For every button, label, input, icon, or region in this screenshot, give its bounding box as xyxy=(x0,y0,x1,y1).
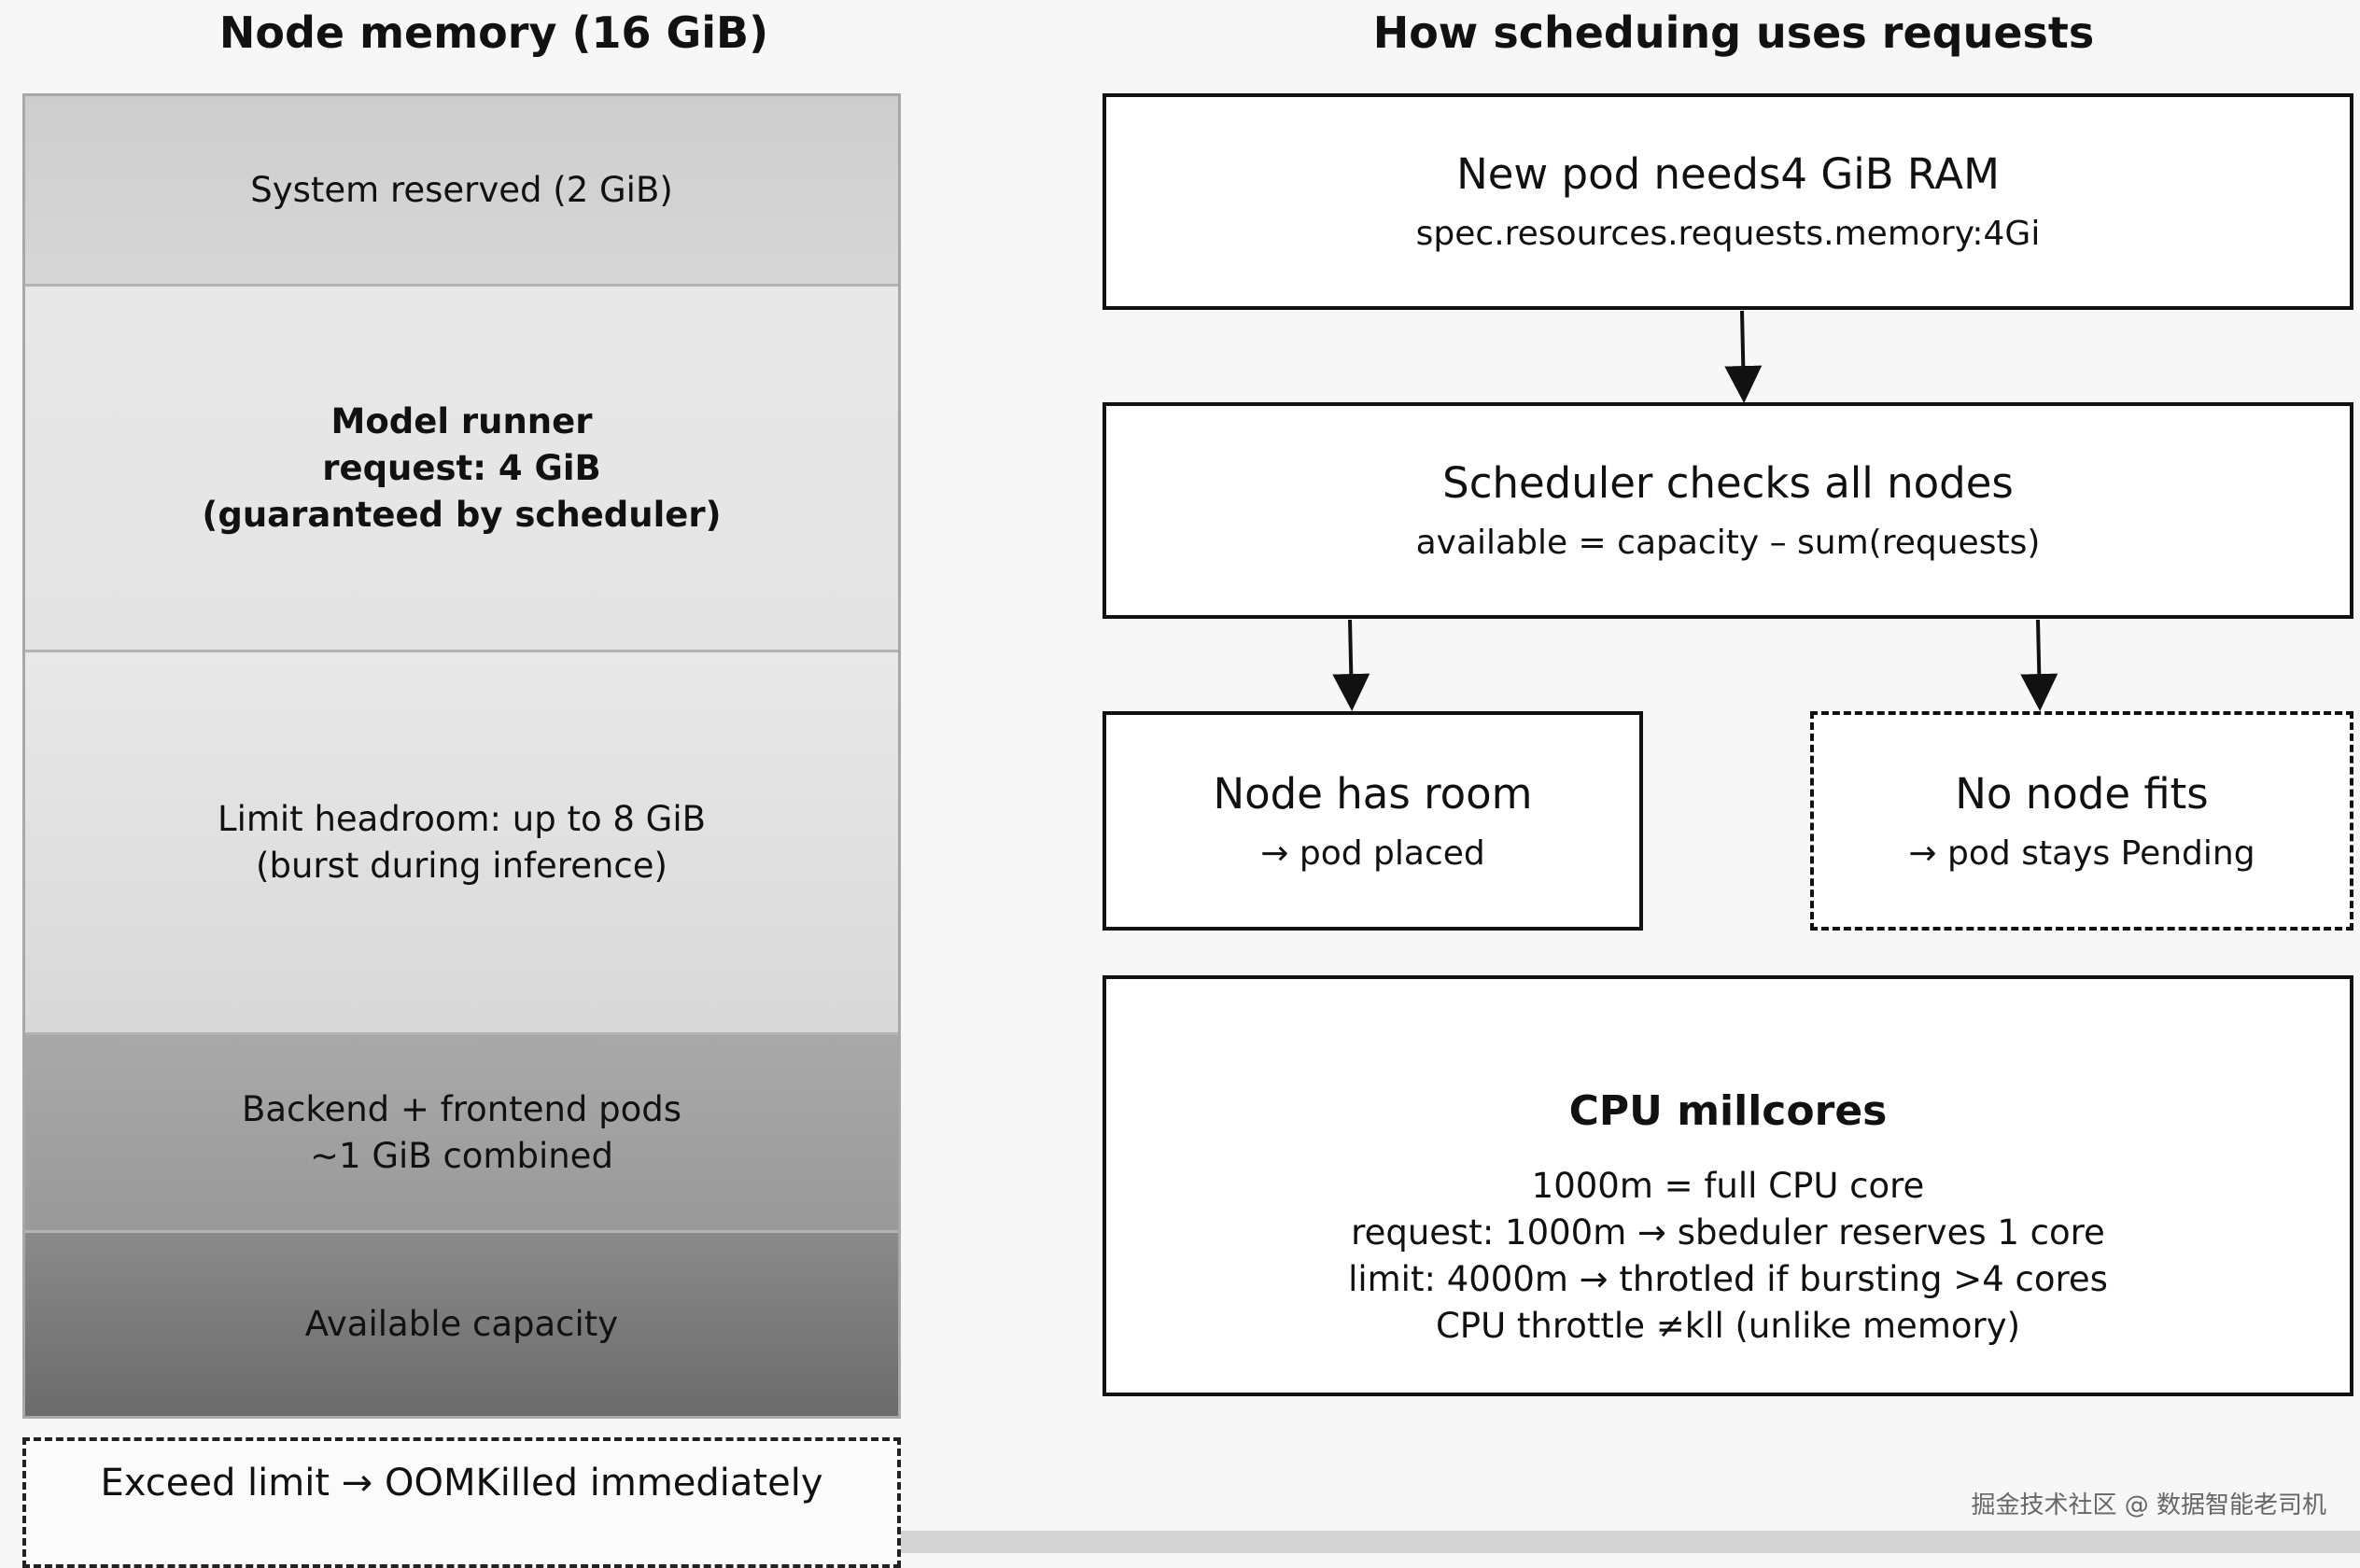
segment-label: System reserved (2 GiB) xyxy=(250,169,673,210)
new-pod-text: New pod needs4 GiB RAM xyxy=(1456,149,2000,199)
segment-model-runner: Model runner request: 4 GiB (guaranteed … xyxy=(25,287,898,652)
segment-available-capacity: Available capacity xyxy=(25,1233,898,1416)
arrow-to-scheduler xyxy=(1724,310,1763,403)
no-node-fits-box: No node fits → pod stays Pending xyxy=(1810,711,2353,931)
new-pod-box: New pod needs4 GiB RAM spec.resources.re… xyxy=(1103,93,2353,310)
no-node-fits-text: No node fits xyxy=(1955,768,2209,819)
segment-label: Limit headroom: up to 8 GiB xyxy=(217,798,707,839)
memory-stack: System reserved (2 GiB) Model runner req… xyxy=(22,93,901,1419)
scheduler-formula: available = capacity – sum(requests) xyxy=(1415,524,2041,562)
segment-label: Backend + frontend pods xyxy=(241,1088,682,1129)
arrow-to-node-has-room xyxy=(1332,619,1370,711)
cpu-line: limit: 4000m → throtled if bursting >4 c… xyxy=(1348,1259,2108,1299)
new-pod-spec: spec.resources.requests.memory:4Gi xyxy=(1415,215,2041,253)
segment-backend-frontend: Backend + frontend pods ~1 GiB combined xyxy=(25,1035,898,1233)
cpu-title: CPU millcores xyxy=(1568,1087,1888,1135)
cpu-line: request: 1000m → sbeduler reserves 1 cor… xyxy=(1351,1212,2105,1253)
watermark: 掘金技术社区 @ 数据智能老司机 xyxy=(1971,1491,2326,1519)
segment-label: ~1 GiB combined xyxy=(310,1135,613,1176)
pod-pending-text: → pod stays Pending xyxy=(1908,833,2255,873)
segment-system-reserved: System reserved (2 GiB) xyxy=(25,96,898,287)
scheduling-title: How scheduing uses requests xyxy=(1372,7,2095,58)
segment-label: Model runner xyxy=(330,400,593,441)
cpu-line: CPU throttle ≠kll (unlike memory) xyxy=(1435,1306,2021,1346)
bottom-strip xyxy=(901,1531,2360,1553)
cpu-line: 1000m = full CPU core xyxy=(1531,1166,1925,1206)
segment-limit-headroom: Limit headroom: up to 8 GiB (burst durin… xyxy=(25,652,898,1035)
segment-label: (guaranteed by scheduler) xyxy=(202,494,722,535)
segment-label: (burst during inference) xyxy=(256,845,667,886)
node-memory-title: Node memory (16 GiB) xyxy=(218,7,769,58)
segment-label: Available capacity xyxy=(304,1304,619,1344)
pod-placed-text: → pod placed xyxy=(1260,833,1485,873)
node-has-room-text: Node has room xyxy=(1213,768,1533,819)
arrow-to-no-node-fits xyxy=(2020,619,2058,711)
cpu-millcores-box: CPU millcores 1000m = full CPU core requ… xyxy=(1103,975,2353,1396)
segment-label: request: 4 GiB xyxy=(322,447,601,488)
node-has-room-box: Node has room → pod placed xyxy=(1103,711,1643,931)
scheduler-box: Scheduler checks all nodes available = c… xyxy=(1103,402,2353,619)
oom-note-text: Exceed limit → OOMKilled immediately xyxy=(100,1462,823,1505)
scheduler-text: Scheduler checks all nodes xyxy=(1442,458,2014,508)
oom-note-box: Exceed limit → OOMKilled immediately xyxy=(22,1437,901,1568)
